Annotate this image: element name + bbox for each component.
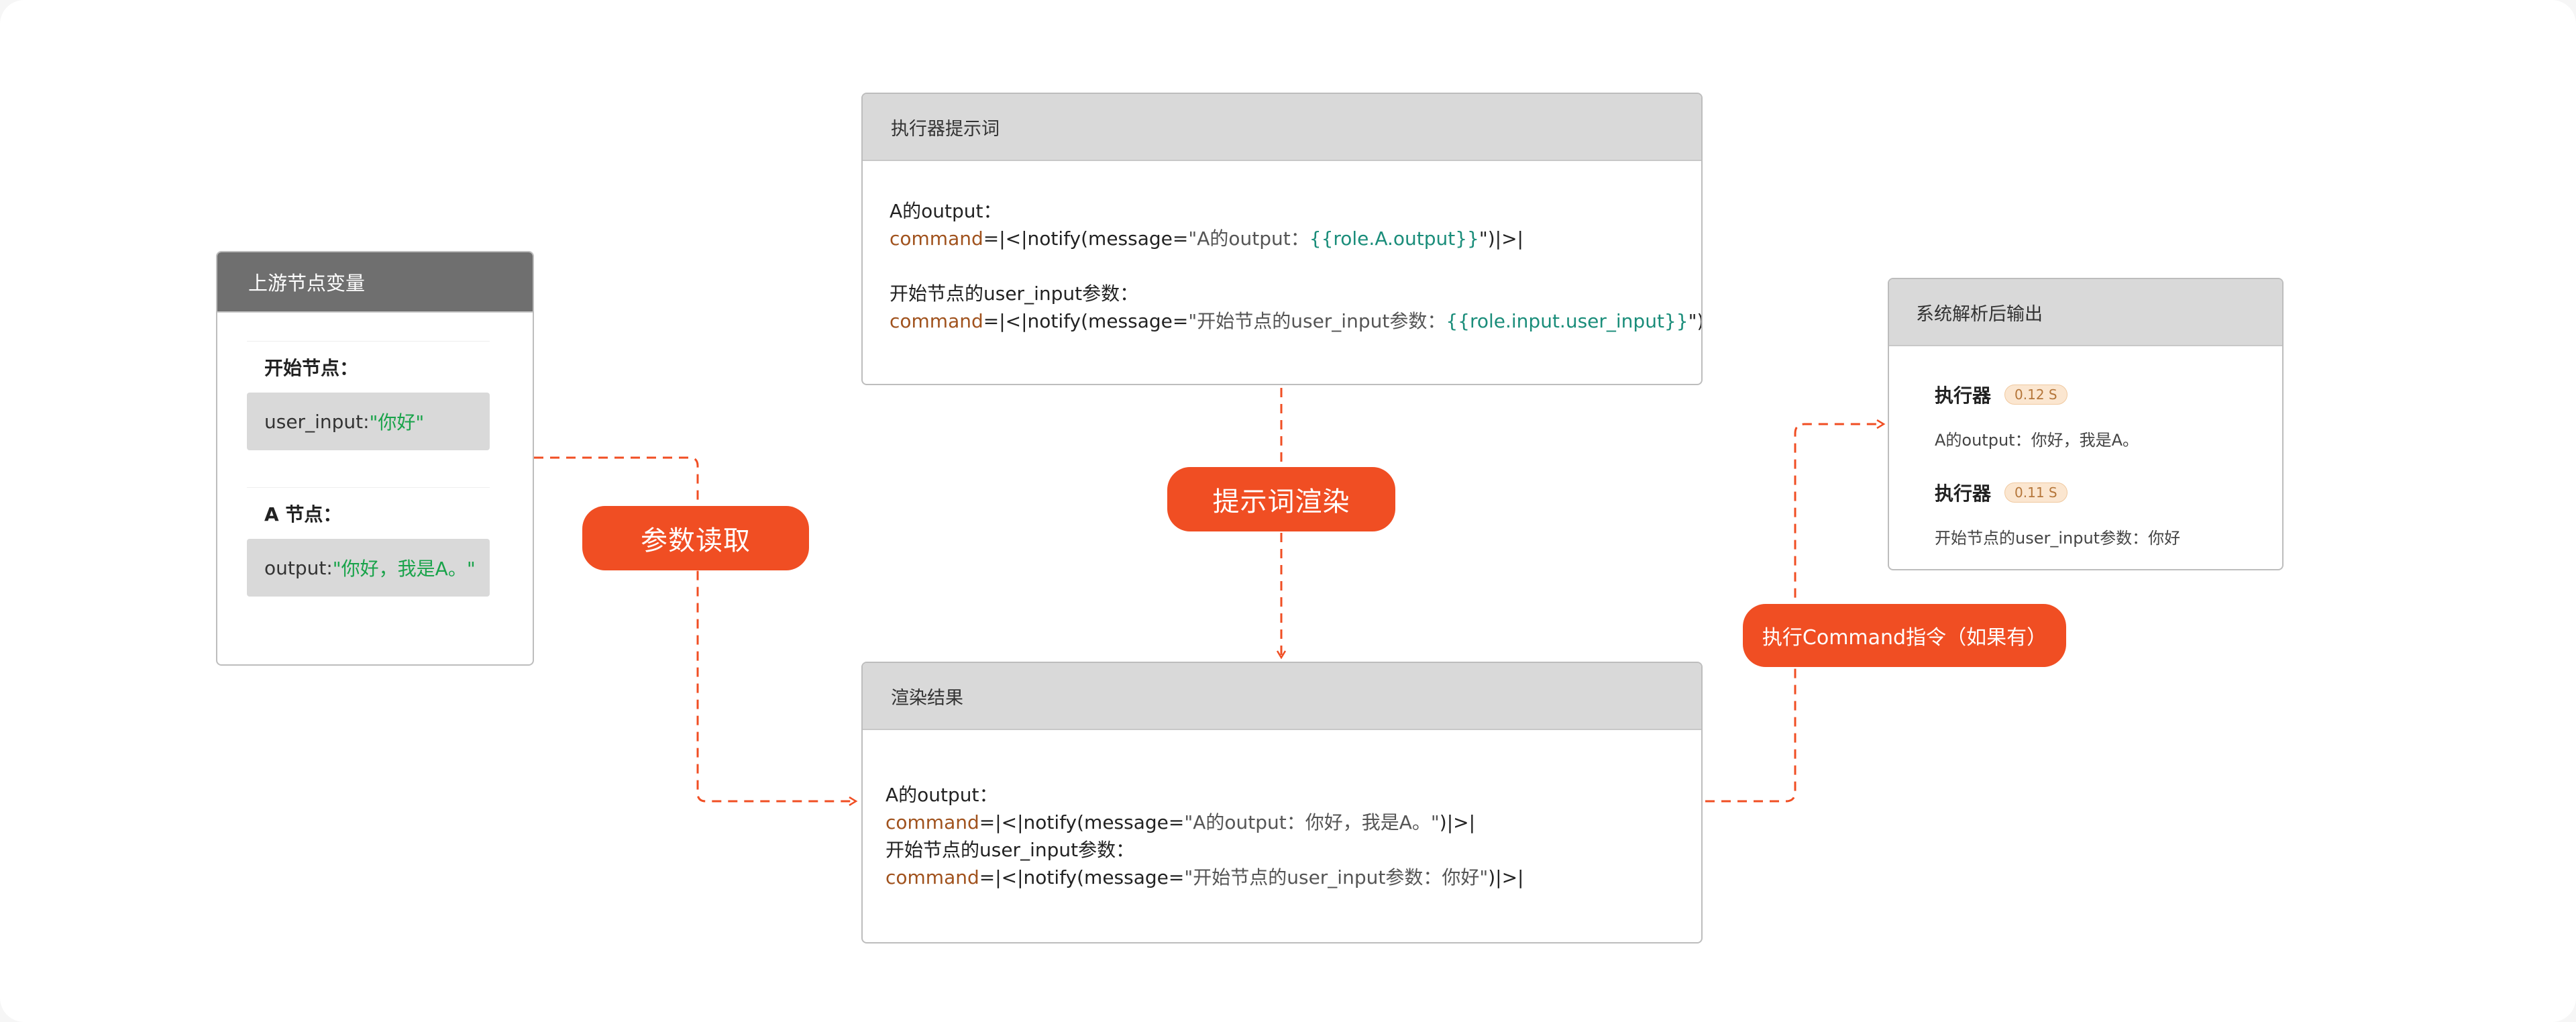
render-line-3: 开始节点的user_input参数： xyxy=(885,839,1135,861)
prompt-line-3: 开始节点的user_input参数： xyxy=(890,283,1139,305)
output-value: "你好，我是A。" xyxy=(332,558,476,580)
render-code: A的output： command=|<|notify(message="A的o… xyxy=(885,781,1523,891)
a-node-value: output:"你好，我是A。" xyxy=(247,539,490,597)
upstream-variables-card: 上游节点变量 开始节点： user_input:"你好" A 节点： outpu… xyxy=(216,251,534,666)
prompt-code: A的output： command=|<|notify(message="A的o… xyxy=(890,197,1703,335)
executor-prompt-card: 执行器提示词 A的output： command=|<|notify(messa… xyxy=(861,93,1703,385)
executor-item-2: 执行器 0.11 S 开始节点的user_input参数：你好 xyxy=(1935,479,2180,548)
start-node-value: user_input:"你好" xyxy=(247,393,490,450)
executor-output-1: A的output：你好，我是A。 xyxy=(1935,431,2139,450)
prompt-line-2: command=|<|notify(message="A的output：{{ro… xyxy=(890,227,1523,250)
render-card-title: 渲染结果 xyxy=(863,663,1701,730)
executor-name-1: 执行器 xyxy=(1935,385,1992,407)
prompt-render-label: 提示词渲染 xyxy=(1167,467,1395,531)
render-line-1: A的output： xyxy=(885,784,998,806)
executor-time-badge-1: 0.12 S xyxy=(2004,385,2068,405)
executor-name-2: 执行器 xyxy=(1935,482,1992,505)
upstream-card-title: 上游节点变量 xyxy=(217,252,533,313)
start-node-block: 开始节点： user_input:"你好" xyxy=(247,341,490,450)
connector-read-params xyxy=(534,456,858,807)
executor-time-badge-2: 0.11 S xyxy=(2004,482,2068,503)
prompt-line-1: A的output： xyxy=(890,200,1002,222)
prompt-line-4: command=|<|notify(message="开始节点的user_inp… xyxy=(890,310,1703,332)
a-node-label: A 节点： xyxy=(247,487,490,539)
executor-item-1: 执行器 0.12 S A的output：你好，我是A。 xyxy=(1935,381,2139,450)
render-line-2: command=|<|notify(message="A的output：你好，我… xyxy=(885,811,1476,833)
system-output-card: 系统解析后输出 执行器 0.12 S A的output：你好，我是A。 执行器 0.… xyxy=(1888,278,2284,570)
read-params-label: 参数读取 xyxy=(582,506,809,570)
exec-command-label: 执行Command指令（如果有） xyxy=(1743,604,2066,667)
user-input-key: user_input: xyxy=(264,410,370,433)
user-input-value: "你好" xyxy=(369,411,425,433)
output-card-title: 系统解析后输出 xyxy=(1889,279,2282,346)
start-node-label: 开始节点： xyxy=(247,341,490,393)
prompt-card-title: 执行器提示词 xyxy=(863,94,1701,161)
a-node-block: A 节点： output:"你好，我是A。" xyxy=(247,487,490,597)
render-line-4: command=|<|notify(message="开始节点的user_inp… xyxy=(885,866,1524,888)
render-result-card: 渲染结果 A的output： command=|<|notify(message… xyxy=(861,662,1703,943)
output-key: output: xyxy=(264,556,333,579)
executor-output-2: 开始节点的user_input参数：你好 xyxy=(1935,529,2181,548)
